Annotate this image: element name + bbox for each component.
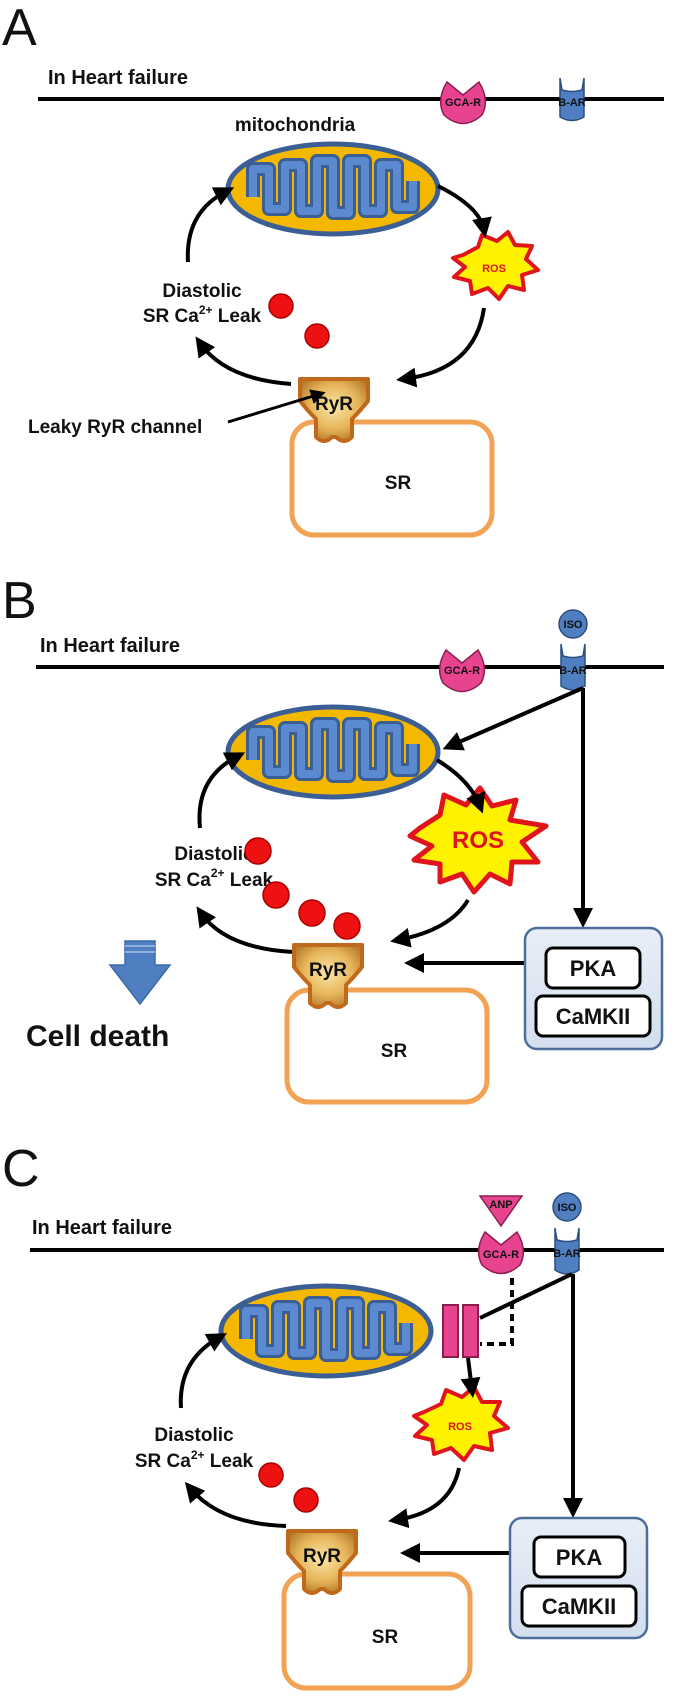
- gca-receptor: GCA-R: [438, 648, 486, 693]
- arrow-ryr-to-leak: [195, 336, 292, 386]
- leaky-pointer-arrow: [227, 389, 326, 424]
- leak-label-sup: 2+: [211, 866, 225, 880]
- pka-label: PKA: [570, 956, 617, 981]
- ros-label: ROS: [448, 1421, 472, 1433]
- membrane-label: In Heart failure: [48, 67, 188, 89]
- arrow-leak-to-mito: [185, 187, 235, 263]
- panel-b: B In Heart failure GCA-R ISO B-AR ROS Di…: [2, 572, 664, 1105]
- sr-compartment: [289, 419, 495, 538]
- leaky-ryr-label: Leaky RyR channel: [28, 417, 202, 438]
- mito-channel: [462, 1304, 479, 1358]
- pka-box: [544, 946, 642, 990]
- iso-label: ISO: [564, 619, 583, 631]
- ros-label: ROS: [482, 263, 506, 275]
- arrow-mito-to-ros: [460, 1357, 481, 1398]
- arrow-mito-to-ros: [435, 758, 486, 814]
- arrow-leak-to-mito: [178, 1333, 228, 1409]
- sr-label: SR: [381, 1041, 408, 1062]
- pka-box: [532, 1535, 627, 1579]
- panel-letter: A: [2, 0, 37, 57]
- leak-label-sup: 2+: [191, 1448, 205, 1462]
- leak-label-suffix: Leak: [225, 870, 274, 891]
- ros-burst: ROS: [412, 1385, 510, 1462]
- leak-label-text: SR Ca: [155, 870, 211, 891]
- pka-label: PKA: [556, 1545, 603, 1570]
- mitochondria-label: mitochondria: [235, 115, 356, 136]
- camkii-label: CaMKII: [542, 1594, 617, 1619]
- anp-label: ANP: [489, 1199, 512, 1211]
- beta-ar-label: B-AR: [559, 665, 587, 677]
- anp-ligand: ANP: [478, 1195, 524, 1228]
- mitochondrion: [228, 707, 438, 797]
- panel-a: A In Heart failure GCA-R B-AR mitochondr…: [2, 0, 664, 538]
- iso-ligand: ISO: [552, 1192, 582, 1222]
- calcium-ion: [268, 293, 294, 319]
- calcium-ion: [304, 323, 330, 349]
- down-arrow-icon: [108, 940, 172, 1006]
- arrow-ros-to-ryr: [396, 307, 486, 388]
- beta-ar-receptor: B-AR: [553, 1227, 581, 1275]
- sr-compartment: [281, 1571, 473, 1691]
- sr-label: SR: [372, 1627, 399, 1648]
- calcium-ion: [258, 1462, 284, 1488]
- gca-receptor-label: GCA-R: [445, 97, 481, 109]
- arrow-bar-to-mito: [442, 686, 584, 751]
- ryr-label: RyR: [303, 1546, 341, 1567]
- beta-ar-label: B-AR: [553, 1248, 581, 1260]
- arrow-leak-to-mito: [197, 752, 246, 829]
- leak-label-line2: SR Ca2+ Leak: [135, 1448, 254, 1472]
- sr-label: SR: [385, 473, 412, 494]
- panel-c: C In Heart failure ANP GCA-R ISO B-AR: [2, 1140, 664, 1691]
- ryr-label: RyR: [315, 394, 353, 415]
- arrow-ros-to-ryr: [388, 1467, 461, 1529]
- camkii-box: [534, 994, 652, 1038]
- arrow-ros-to-ryr: [390, 898, 470, 948]
- beta-ar-receptor: B-AR: [559, 643, 587, 691]
- gca-receptor-label: GCA-R: [444, 665, 480, 677]
- camkii-label: CaMKII: [556, 1004, 631, 1029]
- calcium-ion: [298, 899, 326, 927]
- leak-label-line1: Diastolic: [162, 281, 242, 302]
- gca-receptor-label: GCA-R: [483, 1249, 519, 1261]
- ryr-label: RyR: [309, 960, 347, 981]
- calcium-ion: [333, 912, 361, 940]
- gca-receptor: GCA-R: [477, 1230, 525, 1275]
- leak-label-line2: SR Ca2+ Leak: [155, 866, 274, 891]
- panel-letter: B: [2, 572, 37, 630]
- arrow-mito-to-ros: [437, 184, 492, 238]
- iso-ligand: ISO: [558, 609, 588, 639]
- leak-label-line1: Diastolic: [174, 844, 254, 865]
- mitochondrion: [228, 144, 438, 234]
- mitochondrion: [221, 1286, 431, 1376]
- sr-compartment: [284, 987, 490, 1105]
- leak-label-line1: Diastolic: [154, 1425, 234, 1446]
- arrow-ryr-to-leak: [184, 1481, 287, 1528]
- camkii-box: [520, 1584, 638, 1628]
- leak-label-suffix: Leak: [213, 306, 262, 327]
- calcium-ion: [293, 1487, 319, 1513]
- membrane-label: In Heart failure: [40, 635, 180, 657]
- bar-to-mito-line: [479, 1272, 573, 1320]
- iso-label: ISO: [558, 1202, 577, 1214]
- arrow-ryr-to-leak: [196, 906, 294, 954]
- mito-channel: [442, 1304, 459, 1358]
- leak-label-suffix: Leak: [205, 1451, 254, 1472]
- leak-label-line2: SR Ca2+ Leak: [143, 303, 262, 327]
- leak-label-text: SR Ca: [135, 1451, 191, 1472]
- ros-label: ROS: [452, 827, 504, 854]
- leak-label-sup: 2+: [199, 303, 213, 317]
- beta-ar-label: B-AR: [558, 97, 586, 109]
- gca-inhibition-line: [480, 1278, 514, 1346]
- calcium-ion: [244, 837, 272, 865]
- calcium-ion: [262, 881, 290, 909]
- gca-receptor: GCA-R: [439, 80, 487, 125]
- beta-ar-receptor: B-AR: [558, 77, 586, 122]
- leak-label-text: SR Ca: [143, 306, 199, 327]
- ros-burst: ROS: [451, 230, 540, 301]
- panel-letter: C: [2, 1140, 40, 1198]
- membrane-label: In Heart failure: [32, 1217, 172, 1239]
- cell-death-label: Cell death: [26, 1020, 169, 1053]
